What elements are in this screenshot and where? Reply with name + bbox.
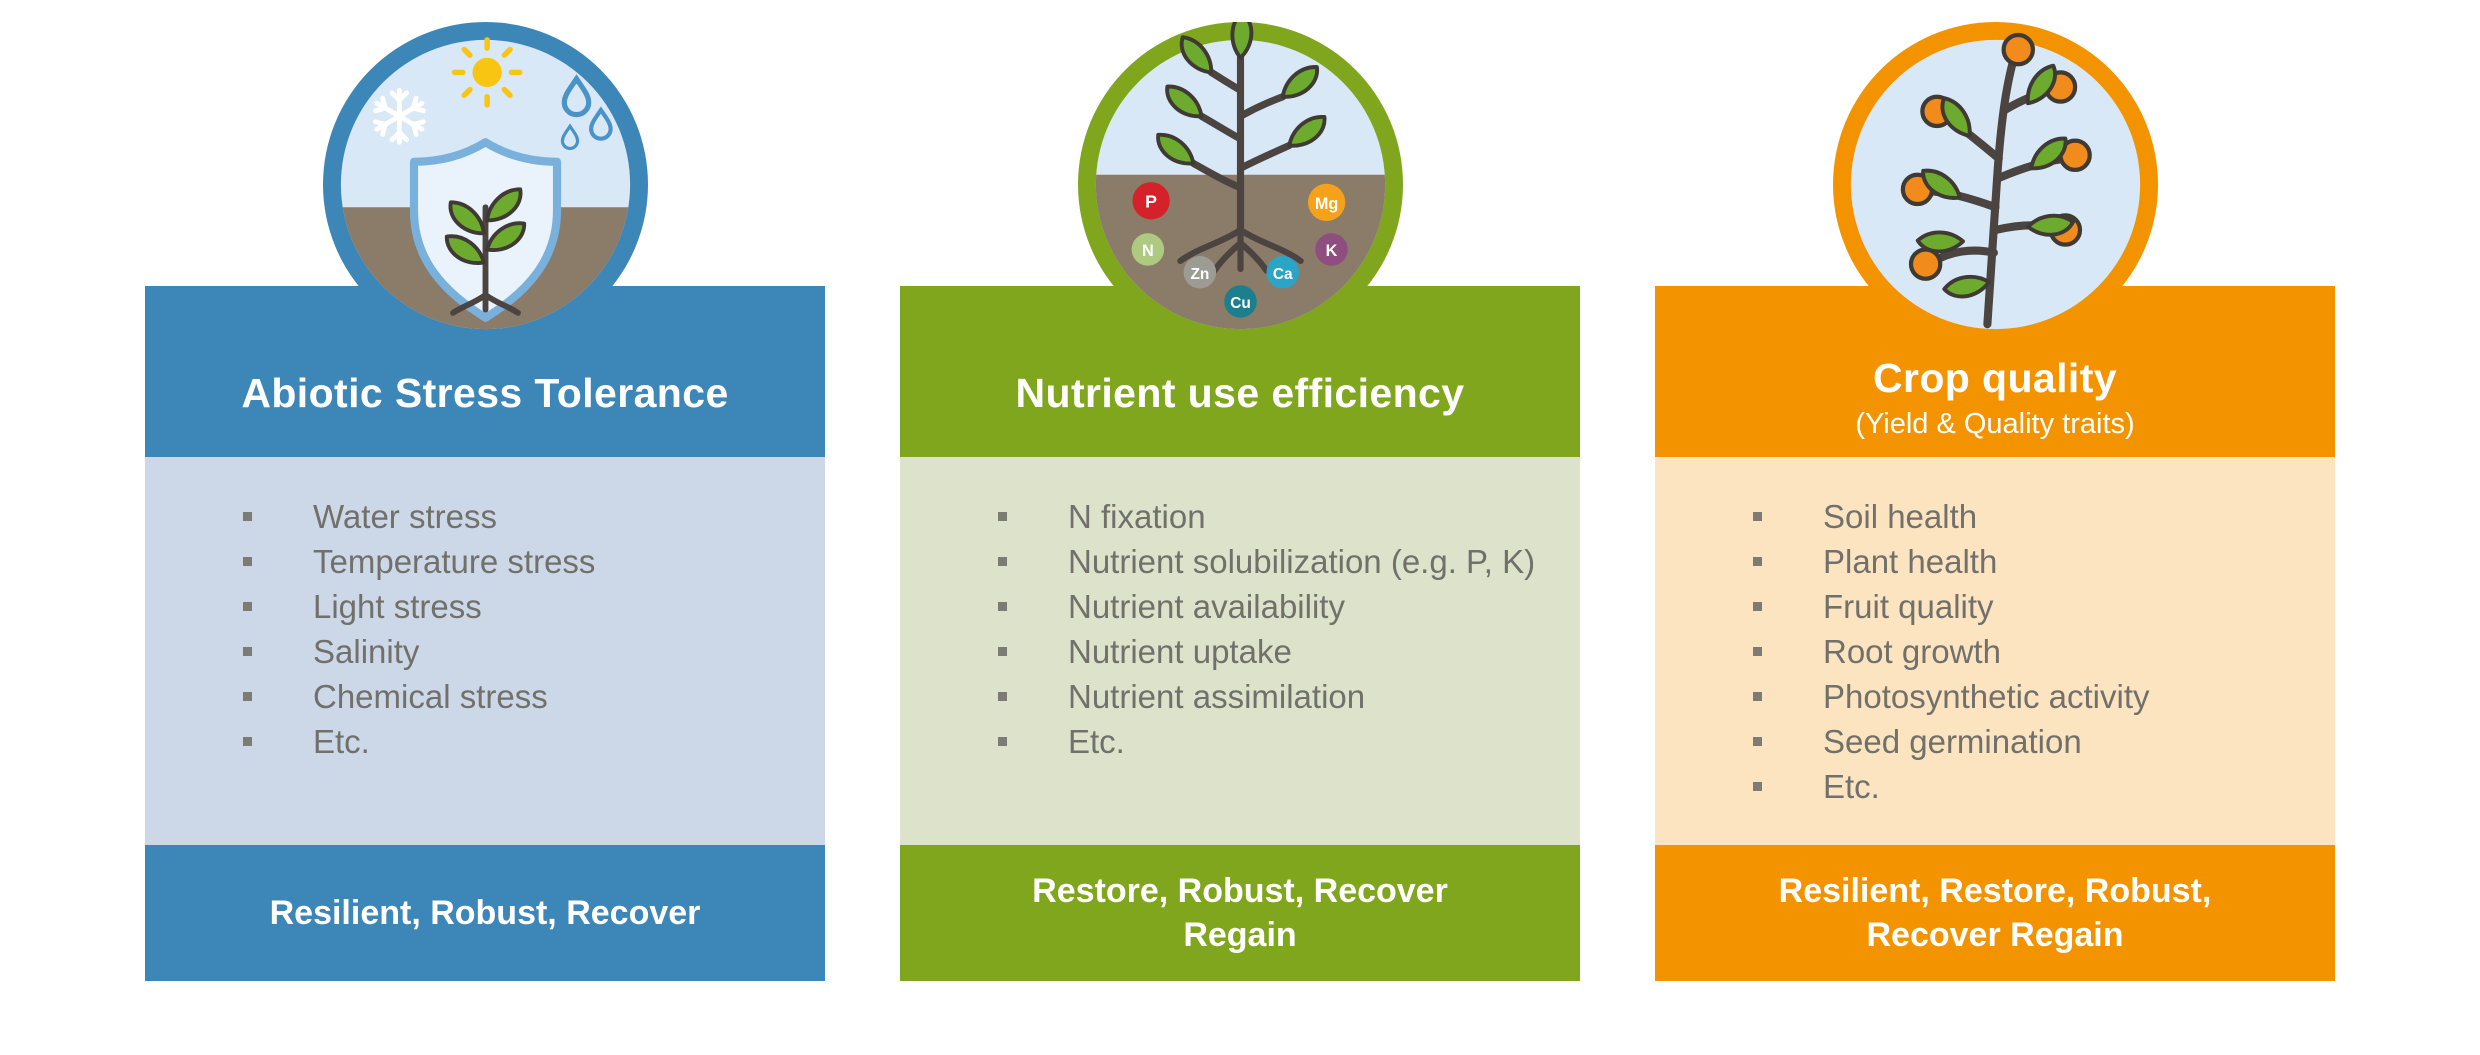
list-item: Salinity	[145, 629, 825, 674]
crop-footer: Resilient, Restore, Robust, Recover Rega…	[1655, 845, 2335, 981]
footer-line: Resilient, Restore, Robust,	[1778, 872, 2212, 910]
bubble-label: Ca	[1272, 266, 1292, 283]
crop-badge	[1832, 22, 2158, 347]
column-crop-quality: Crop quality (Yield & Quality traits) So…	[1655, 22, 2335, 981]
shield-plant	[439, 185, 531, 316]
bubble-label: N	[1142, 242, 1154, 260]
nutrient-footer: Restore, Robust, Recover Regain	[900, 845, 1580, 981]
bubble-label: P	[1145, 191, 1157, 211]
list-item: Plant health	[1655, 539, 2335, 584]
plant-stem	[1189, 54, 1293, 234]
abiotic-header: Abiotic Stress Tolerance	[145, 286, 825, 457]
footer-line: Recover Regain	[1866, 916, 2124, 954]
list-item: Nutrient solubilization (e.g. P, K)	[900, 539, 1580, 584]
list-item: Root growth	[1655, 629, 2335, 674]
abiotic-footer: Resilient, Robust, Recover	[145, 845, 825, 981]
footer-line: Resilient, Robust, Recover	[269, 894, 701, 932]
column-nutrient-efficiency: P Mg N Zn Ca K Cu	[900, 22, 1580, 981]
column-abiotic-stress: Abiotic Stress Tolerance Water stress Te…	[145, 22, 825, 981]
plant-roots	[1176, 226, 1304, 274]
list-item: Nutrient assimilation	[900, 674, 1580, 719]
list-item: Nutrient uptake	[900, 629, 1580, 674]
list-item: Etc.	[900, 719, 1580, 764]
bubble-label: Mg	[1314, 195, 1337, 213]
list-item: Etc.	[145, 719, 825, 764]
nutrient-body: N fixation Nutrient solubilization (e.g.…	[900, 457, 1580, 845]
list-item: Chemical stress	[145, 674, 825, 719]
bubble-label: Cu	[1230, 295, 1251, 312]
abiotic-title: Abiotic Stress Tolerance	[241, 370, 729, 417]
list-item: Fruit quality	[1655, 584, 2335, 629]
nutrient-bubbles: P Mg N Zn Ca K Cu	[1131, 182, 1348, 318]
fruit-branch-icon	[1832, 22, 2158, 347]
nutrient-list: N fixation Nutrient solubilization (e.g.…	[900, 494, 1580, 764]
footer-line: Restore, Robust, Recover	[1032, 872, 1448, 910]
footer-line: Regain	[1183, 916, 1297, 954]
crop-subtitle: (Yield & Quality traits)	[1855, 408, 2135, 440]
plant-roots-nutrients-icon: P Mg N Zn Ca K Cu	[1077, 22, 1403, 347]
list-item: Light stress	[145, 584, 825, 629]
shield-plant-weather-icon	[322, 22, 648, 347]
abiotic-list: Water stress Temperature stress Light st…	[145, 494, 825, 764]
list-item: Seed germination	[1655, 719, 2335, 764]
list-item: Soil health	[1655, 494, 2335, 539]
list-item: Temperature stress	[145, 539, 825, 584]
list-item: Water stress	[145, 494, 825, 539]
bubble-label: K	[1325, 242, 1337, 260]
nutrient-header: Nutrient use efficiency	[900, 286, 1580, 457]
list-item: Photosynthetic activity	[1655, 674, 2335, 719]
abiotic-body: Water stress Temperature stress Light st…	[145, 457, 825, 845]
nutrient-badge: P Mg N Zn Ca K Cu	[1077, 22, 1403, 347]
crop-list: Soil health Plant health Fruit quality R…	[1655, 494, 2335, 809]
list-item: Nutrient availability	[900, 584, 1580, 629]
nutrient-title: Nutrient use efficiency	[1015, 370, 1465, 417]
list-item: N fixation	[900, 494, 1580, 539]
crop-body: Soil health Plant health Fruit quality R…	[1655, 457, 2335, 845]
bubble-label: Zn	[1190, 266, 1209, 283]
abiotic-badge	[322, 22, 648, 347]
sun-icon	[451, 37, 522, 108]
columns-row: Abiotic Stress Tolerance Water stress Te…	[145, 22, 2335, 981]
list-item: Etc.	[1655, 764, 2335, 809]
crop-title: Crop quality	[1873, 355, 2117, 402]
